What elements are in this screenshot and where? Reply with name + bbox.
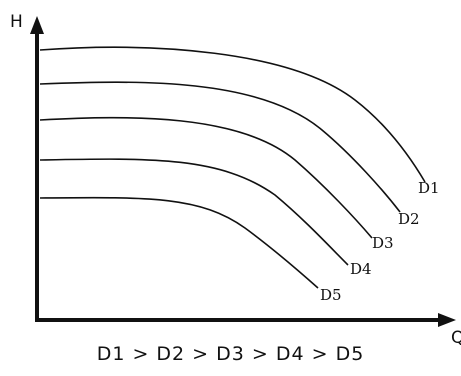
- svg-text:D1: D1: [418, 179, 440, 197]
- label-d2-text: D2: [398, 210, 420, 228]
- label-d4-text: D4: [350, 260, 372, 278]
- y-axis-arrow: [30, 16, 44, 34]
- curve-d1: [39, 46, 426, 183]
- label-d1-text: D1: [418, 179, 440, 197]
- label-d4: D4: [350, 260, 372, 278]
- label-d2: D2: [398, 210, 420, 228]
- curve-d2: [39, 81, 401, 213]
- curve-d3: [39, 116, 373, 239]
- y-axis-label: H: [10, 12, 23, 32]
- svg-text:D5: D5: [320, 286, 342, 304]
- curve-d5: [39, 196, 319, 289]
- svg-text:D4: D4: [350, 260, 372, 278]
- label-d5-text: D5: [320, 286, 342, 304]
- label-d3-text: D3: [372, 234, 394, 252]
- x-axis-label: Q: [451, 328, 461, 348]
- x-axis-arrow: [438, 313, 456, 327]
- curve-d4: [39, 158, 349, 266]
- label-d1: D1: [418, 179, 440, 197]
- svg-text:D2: D2: [398, 210, 420, 228]
- label-d3: D3: [372, 234, 394, 252]
- svg-text:D3: D3: [372, 234, 394, 252]
- diameter-order-caption: D1 > D2 > D3 > D4 > D5: [96, 343, 365, 365]
- label-d5: D5: [320, 286, 342, 304]
